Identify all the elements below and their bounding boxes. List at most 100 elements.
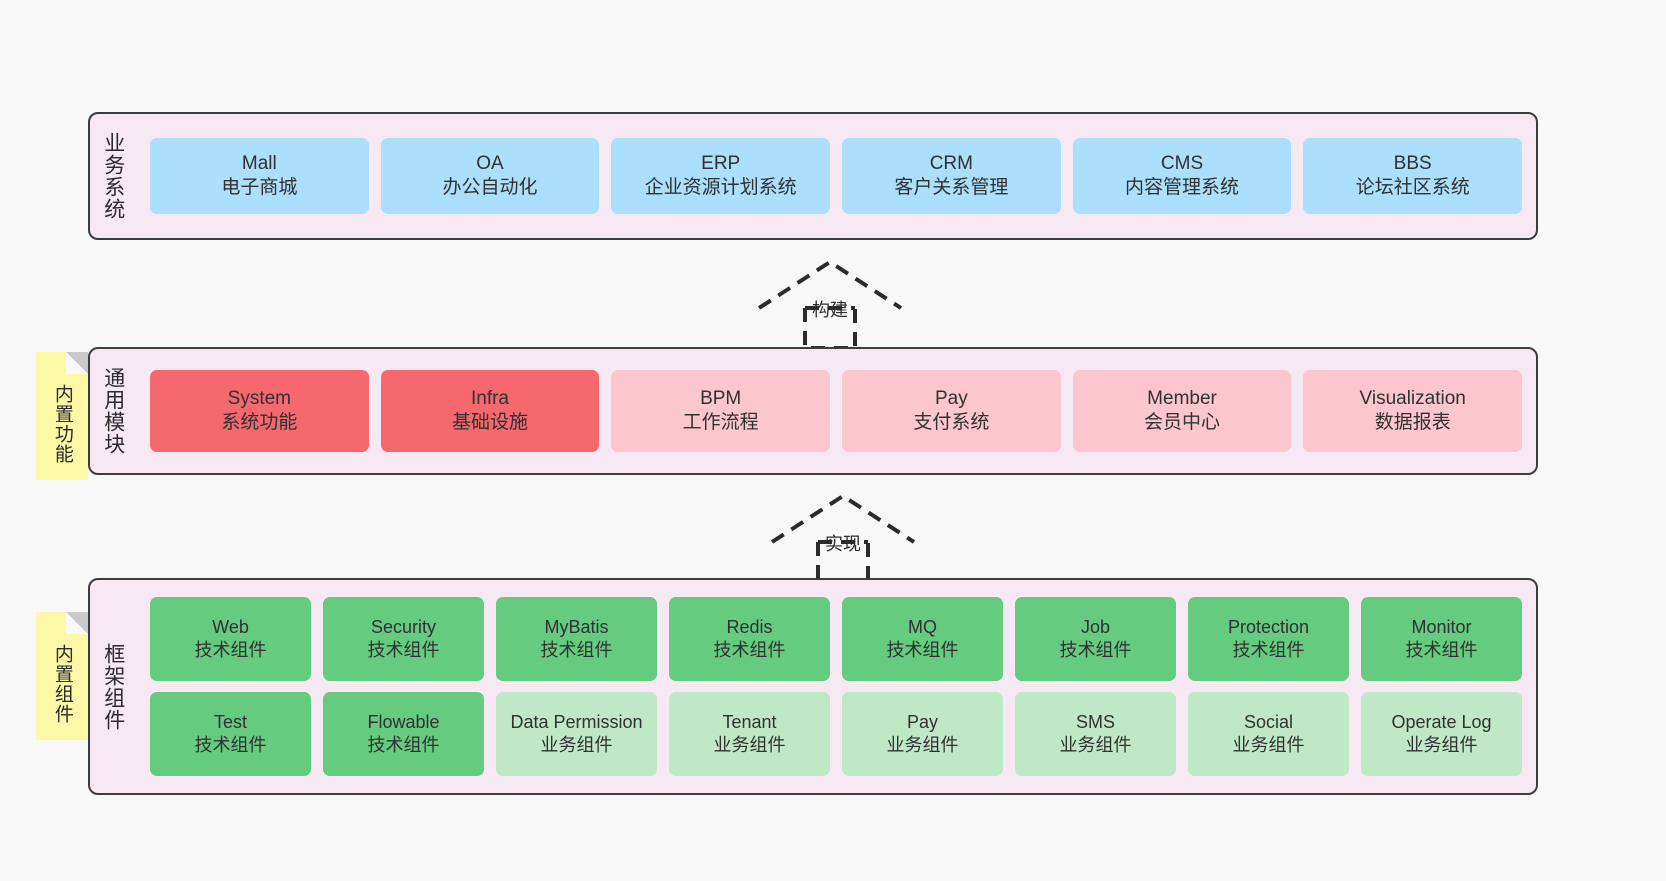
- card-flowable[interactable]: Flowable 技术组件: [323, 692, 484, 776]
- card-subtitle: 业务组件: [886, 735, 959, 755]
- card-erp[interactable]: ERP 企业资源计划系统: [611, 138, 831, 214]
- card-pay-component[interactable]: Pay 业务组件: [842, 692, 1003, 776]
- card-title: ERP: [701, 152, 741, 174]
- card-title: Web: [212, 616, 249, 637]
- card-subtitle: 技术组件: [367, 735, 440, 755]
- card-title: CRM: [929, 152, 973, 174]
- card-infra[interactable]: Infra 基础设施: [380, 370, 600, 452]
- card-oa[interactable]: OA 办公自动化: [380, 138, 600, 214]
- card-redis[interactable]: Redis 技术组件: [669, 597, 830, 681]
- card-title: Job: [1080, 616, 1111, 637]
- note-builtin-functions: 内置功能: [36, 352, 88, 480]
- card-security[interactable]: Security 技术组件: [323, 597, 484, 681]
- card-title: SMS: [1075, 711, 1115, 732]
- card-mq[interactable]: MQ 技术组件: [842, 597, 1003, 681]
- note-label: 内置功能: [51, 384, 73, 464]
- framework-row-2: Test 技术组件 Flowable 技术组件 Data Permission …: [150, 692, 1522, 776]
- card-subtitle: 内容管理系统: [1125, 177, 1240, 198]
- card-job[interactable]: Job 技术组件: [1015, 597, 1176, 681]
- card-title: Operate Log: [1391, 711, 1492, 732]
- card-web[interactable]: Web 技术组件: [150, 597, 311, 681]
- card-title: Monitor: [1411, 616, 1472, 637]
- card-title: Infra: [470, 387, 510, 409]
- layer-body-framework-components: Web 技术组件 Security 技术组件 MyBatis 技术组件 Redi…: [136, 580, 1536, 793]
- card-title: OA: [476, 152, 504, 174]
- layer-body-common-modules: System 系统功能 Infra 基础设施 BPM 工作流程 Pay 支付系统…: [136, 349, 1536, 473]
- card-test[interactable]: Test 技术组件: [150, 692, 311, 776]
- card-cms[interactable]: CMS 内容管理系统: [1072, 138, 1292, 214]
- card-title: Flowable: [367, 711, 440, 732]
- card-title: MQ: [908, 616, 937, 637]
- card-subtitle: 技术组件: [1405, 640, 1478, 660]
- connector-implement: 实现: [768, 490, 918, 584]
- card-subtitle: 办公自动化: [442, 177, 538, 198]
- card-mybatis[interactable]: MyBatis 技术组件: [496, 597, 657, 681]
- card-title: Pay: [934, 387, 968, 409]
- card-subtitle: 客户关系管理: [894, 177, 1009, 198]
- card-social[interactable]: Social 业务组件: [1188, 692, 1349, 776]
- card-subtitle: 会员中心: [1144, 412, 1221, 433]
- card-title: Member: [1147, 387, 1217, 409]
- card-subtitle: 基础设施: [452, 412, 529, 433]
- card-subtitle: 技术组件: [194, 640, 267, 660]
- card-title: Protection: [1227, 616, 1310, 637]
- card-member[interactable]: Member 会员中心: [1072, 370, 1292, 452]
- card-subtitle: 电子商城: [221, 177, 298, 198]
- framework-row-1: Web 技术组件 Security 技术组件 MyBatis 技术组件 Redi…: [150, 597, 1522, 681]
- card-title: Redis: [726, 616, 773, 637]
- card-title: Security: [370, 616, 437, 637]
- card-subtitle: 技术组件: [713, 640, 786, 660]
- card-subtitle: 业务组件: [540, 735, 613, 755]
- layer-title-business-systems: 业务系统: [101, 132, 125, 220]
- card-title: Data Permission: [510, 711, 643, 732]
- card-title: Social: [1243, 711, 1294, 732]
- card-title: Visualization: [1359, 387, 1466, 409]
- card-title: BPM: [700, 387, 742, 409]
- card-subtitle: 技术组件: [1232, 640, 1305, 660]
- card-sms[interactable]: SMS 业务组件: [1015, 692, 1176, 776]
- card-operate-log[interactable]: Operate Log 业务组件: [1361, 692, 1522, 776]
- card-bpm[interactable]: BPM 工作流程: [611, 370, 831, 452]
- card-subtitle: 技术组件: [1059, 640, 1132, 660]
- card-subtitle: 论坛社区系统: [1355, 177, 1470, 198]
- card-subtitle: 数据报表: [1374, 412, 1451, 433]
- card-mall[interactable]: Mall 电子商城: [150, 138, 369, 214]
- card-subtitle: 技术组件: [540, 640, 613, 660]
- card-title: BBS: [1393, 152, 1432, 174]
- generalization-arrow-icon: [770, 493, 916, 584]
- card-data-permission[interactable]: Data Permission 业务组件: [496, 692, 657, 776]
- card-tenant[interactable]: Tenant 业务组件: [669, 692, 830, 776]
- connector-build: 构建: [755, 256, 905, 350]
- card-title: Test: [213, 711, 247, 732]
- card-bbs[interactable]: BBS 论坛社区系统: [1303, 138, 1523, 214]
- card-system[interactable]: System 系统功能: [150, 370, 369, 452]
- layer-business-systems: 业务系统 Mall 电子商城 OA 办公自动化 ERP 企业资源计划系统 CRM…: [88, 112, 1538, 240]
- card-title: System: [227, 387, 292, 409]
- card-subtitle: 支付系统: [913, 412, 990, 433]
- card-title: Tenant: [722, 711, 777, 732]
- card-subtitle: 业务组件: [1059, 735, 1132, 755]
- card-subtitle: 技术组件: [194, 735, 267, 755]
- card-title: Mall: [241, 152, 277, 174]
- layer-body-business-systems: Mall 电子商城 OA 办公自动化 ERP 企业资源计划系统 CRM 客户关系…: [136, 114, 1536, 238]
- card-subtitle: 业务组件: [1232, 735, 1305, 755]
- note-builtin-components: 内置组件: [36, 612, 88, 740]
- card-title: CMS: [1160, 152, 1204, 174]
- card-protection[interactable]: Protection 技术组件: [1188, 597, 1349, 681]
- layer-title-common-modules: 通用模块: [101, 367, 125, 455]
- card-subtitle: 技术组件: [367, 640, 440, 660]
- layer-framework-components: 框架组件 Web 技术组件 Security 技术组件 MyBatis 技术组件…: [88, 578, 1538, 795]
- connector-implement-label: 实现: [825, 534, 861, 554]
- layer-common-modules: 通用模块 System 系统功能 Infra 基础设施 BPM 工作流程 Pay…: [88, 347, 1538, 475]
- card-visualization[interactable]: Visualization 数据报表: [1303, 370, 1523, 452]
- card-pay[interactable]: Pay 支付系统: [842, 370, 1061, 452]
- card-title: Pay: [906, 711, 939, 732]
- card-monitor[interactable]: Monitor 技术组件: [1361, 597, 1522, 681]
- card-subtitle: 业务组件: [713, 735, 786, 755]
- card-subtitle: 系统功能: [221, 412, 298, 433]
- card-crm[interactable]: CRM 客户关系管理: [842, 138, 1061, 214]
- card-subtitle: 业务组件: [1405, 735, 1478, 755]
- card-subtitle: 企业资源计划系统: [644, 177, 797, 198]
- connector-build-label: 构建: [812, 300, 848, 320]
- card-subtitle: 技术组件: [886, 640, 959, 660]
